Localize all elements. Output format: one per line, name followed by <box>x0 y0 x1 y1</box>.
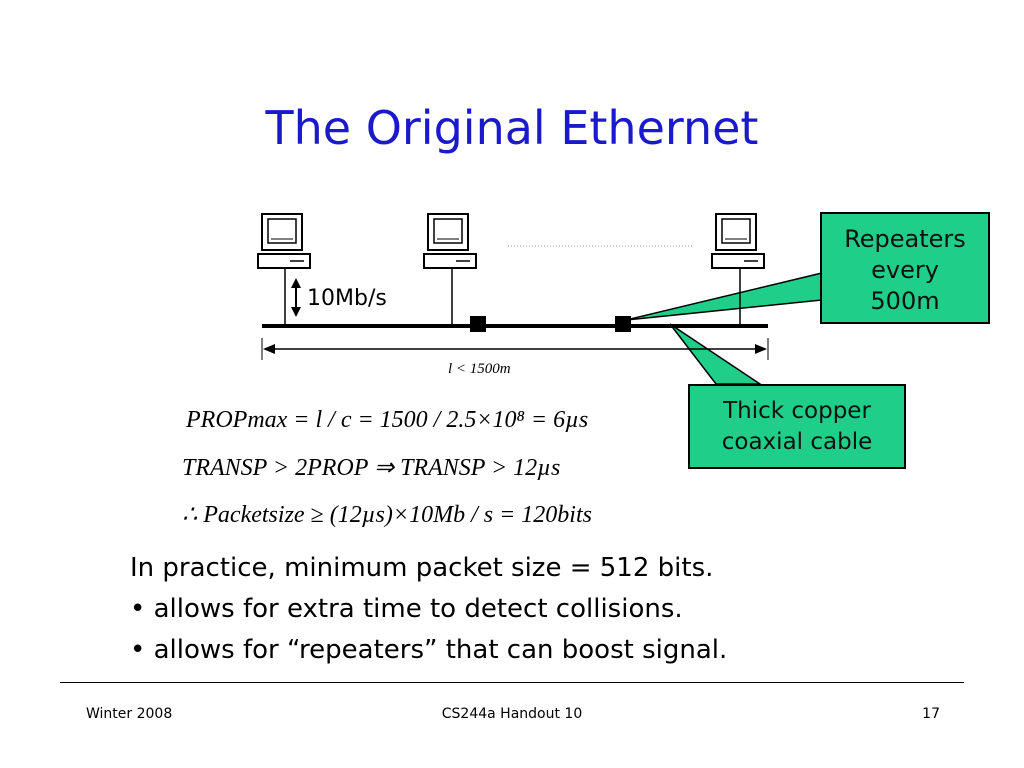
callout-coax-line: coaxial cable <box>721 429 873 455</box>
computer-icon <box>711 213 765 269</box>
repeater-1 <box>470 316 486 332</box>
body-line: In practice, minimum packet size = 512 b… <box>130 553 714 583</box>
bandwidth-label: 10Mb/s <box>307 286 387 311</box>
callout-repeaters-line: 500m <box>870 287 940 315</box>
footer-divider <box>60 682 964 683</box>
repeater-2 <box>615 316 631 332</box>
length-label: l < 1500m <box>448 361 511 377</box>
computer-icon <box>257 213 311 269</box>
callout-repeaters-pointer <box>625 272 823 321</box>
computer-icon <box>423 213 477 269</box>
callout-repeaters-line: every <box>871 256 939 284</box>
equation-prop: PROPmax = l / c = 1500 / 2.5×10⁸ = 6µs <box>186 407 589 433</box>
page-number: 17 <box>922 706 940 722</box>
footer-center: CS244a Handout 10 <box>441 706 583 722</box>
callout-coax: Thick copper coaxial cable <box>688 384 906 469</box>
double-arrow-icon <box>291 278 301 317</box>
equation-transp: TRANSP > 2PROP ⇒ TRANSP > 12µs <box>182 455 561 481</box>
slide-title: The Original Ethernet <box>265 101 759 155</box>
footer-left: Winter 2008 <box>86 706 173 722</box>
body-text: In practice, minimum packet size = 512 b… <box>130 548 727 671</box>
body-bullet: • allows for extra time to detect collis… <box>130 594 683 624</box>
length-dimension-line <box>261 338 769 360</box>
equation-packetsize: ∴ Packetsize ≥ (12µs)×10Mb / s = 120bits <box>182 502 592 528</box>
body-bullet: • allows for “repeaters” that can boost … <box>130 635 728 665</box>
callout-repeaters-line: Repeaters <box>844 225 966 253</box>
callout-repeaters: Repeaters every 500m <box>820 212 990 324</box>
callout-coax-line: Thick copper <box>723 398 871 424</box>
callout-coax-pointer <box>669 323 763 385</box>
